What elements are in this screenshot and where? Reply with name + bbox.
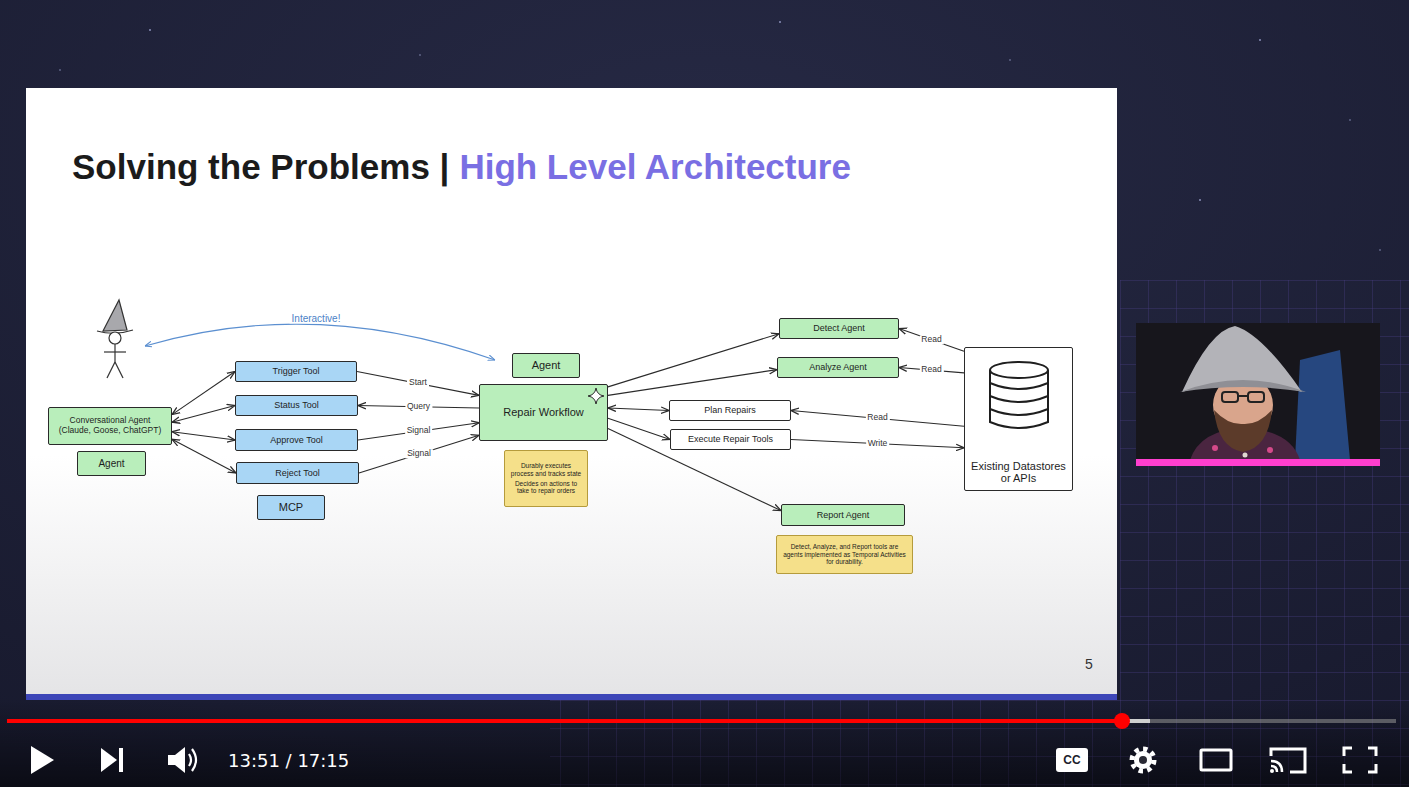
tag-box: Agent <box>512 353 580 378</box>
connector-arrow <box>357 372 479 396</box>
note-box: Detect, Analyze, and Report tools are ag… <box>776 535 913 574</box>
slide-title: Solving the Problems | <box>72 147 449 187</box>
edge-label: Read <box>919 335 943 344</box>
webcam <box>1136 323 1380 466</box>
edge-label: Read <box>865 414 889 423</box>
node-text: Trigger Tool <box>272 366 319 376</box>
page-number: 5 <box>1085 656 1093 672</box>
slide <box>26 88 1117 700</box>
connector-arrow <box>899 329 964 352</box>
connector-arrow <box>791 440 964 448</box>
controls-shade <box>0 700 1409 787</box>
node-text: Approve Tool <box>270 435 322 445</box>
tool-box: Trigger Tool <box>235 361 357 382</box>
edge-label: Write <box>866 439 890 448</box>
note-box: Durably executes process and tracks stat… <box>504 450 588 507</box>
node-text: Repair Workflow <box>503 406 584 419</box>
agent-box: Report Agent <box>781 504 905 526</box>
play-icon <box>31 746 54 774</box>
connector-arrow <box>608 428 781 510</box>
sparkle-icon <box>588 388 604 407</box>
connector-arrow <box>358 423 479 440</box>
node-text: Plan Repairs <box>704 405 756 415</box>
connector-arrow <box>608 408 669 411</box>
fullscreen-icon <box>1344 748 1376 772</box>
node-text: Analyze Agent <box>809 362 867 372</box>
node-text: Execute Repair Tools <box>688 434 773 444</box>
connector-arrow <box>359 435 479 473</box>
workflow-box: Repair Workflow <box>479 384 608 441</box>
stick-figure <box>97 300 133 378</box>
tool-box: Reject Tool <box>236 462 359 484</box>
connector-arrow <box>608 334 779 387</box>
connector-arrow <box>608 418 670 439</box>
tool-box: Approve Tool <box>235 429 358 451</box>
edge-label: Read <box>919 366 943 375</box>
process-box: Execute Repair Tools <box>670 429 791 450</box>
agent-box: Conversational Agent (Claude, Goose, Cha… <box>48 407 172 445</box>
node-text: Detect Agent <box>813 323 865 333</box>
connector-arrow <box>172 439 236 473</box>
node-text: Existing Datastores or APIs <box>969 460 1068 485</box>
gear-icon <box>1134 751 1152 769</box>
process-box: Plan Repairs <box>669 400 791 421</box>
volume-wave <box>192 749 196 771</box>
cc-text: CC <box>1063 753 1080 767</box>
cast-dot <box>1270 769 1274 773</box>
node-text: Conversational Agent (Claude, Goose, Cha… <box>53 416 167 436</box>
theater-icon <box>1201 750 1231 770</box>
gear-icon <box>1132 749 1154 771</box>
node-text: Reject Tool <box>275 468 319 478</box>
node-text: Agent <box>532 359 561 372</box>
slide-bar <box>26 694 1117 700</box>
agent-box: Analyze Agent <box>777 357 899 378</box>
node-text: Agent <box>98 458 124 470</box>
datastore-box: Existing Datastores or APIs <box>964 347 1073 491</box>
connector-arrow <box>608 370 777 396</box>
tag-box: Agent <box>77 451 146 476</box>
player-controls <box>31 746 1376 774</box>
volume-wave <box>189 754 191 766</box>
curve-label: Interactive! <box>290 313 343 324</box>
node-text: Status Tool <box>274 400 318 410</box>
node-text: Report Agent <box>817 510 870 520</box>
tag-box: MCP <box>257 495 325 520</box>
node-text: Durably executes process and tracks stat… <box>509 462 583 477</box>
tool-box: Status Tool <box>235 395 358 416</box>
next-icon <box>101 748 117 772</box>
cast-waves <box>1271 761 1282 772</box>
interactive-curve <box>145 324 495 360</box>
connector-arrow <box>172 432 235 440</box>
next-icon-bar <box>119 748 123 772</box>
volume-icon <box>168 747 185 773</box>
gear-hole <box>1139 756 1147 764</box>
edge-label: Signal <box>405 427 433 436</box>
edge-label: Start <box>407 379 429 388</box>
node-text: MCP <box>279 501 303 514</box>
connector-arrow <box>172 406 235 423</box>
slide-subtitle: High Level Architecture <box>459 147 851 187</box>
cast-icon <box>1271 749 1305 772</box>
progress-bar <box>7 713 1396 729</box>
time-display: 13:51 / 17:15 <box>228 750 349 771</box>
agent-box: Detect Agent <box>779 318 899 339</box>
node-text: Detect, Analyze, and Report tools are ag… <box>781 543 908 565</box>
cc-icon <box>1056 748 1088 772</box>
edge-label: Query <box>405 402 432 411</box>
db-icon <box>984 360 1054 435</box>
node-note: Decides on actions to take to repair ord… <box>509 480 583 495</box>
edge-label: Signal <box>405 449 433 458</box>
connector-arrow <box>791 411 964 427</box>
